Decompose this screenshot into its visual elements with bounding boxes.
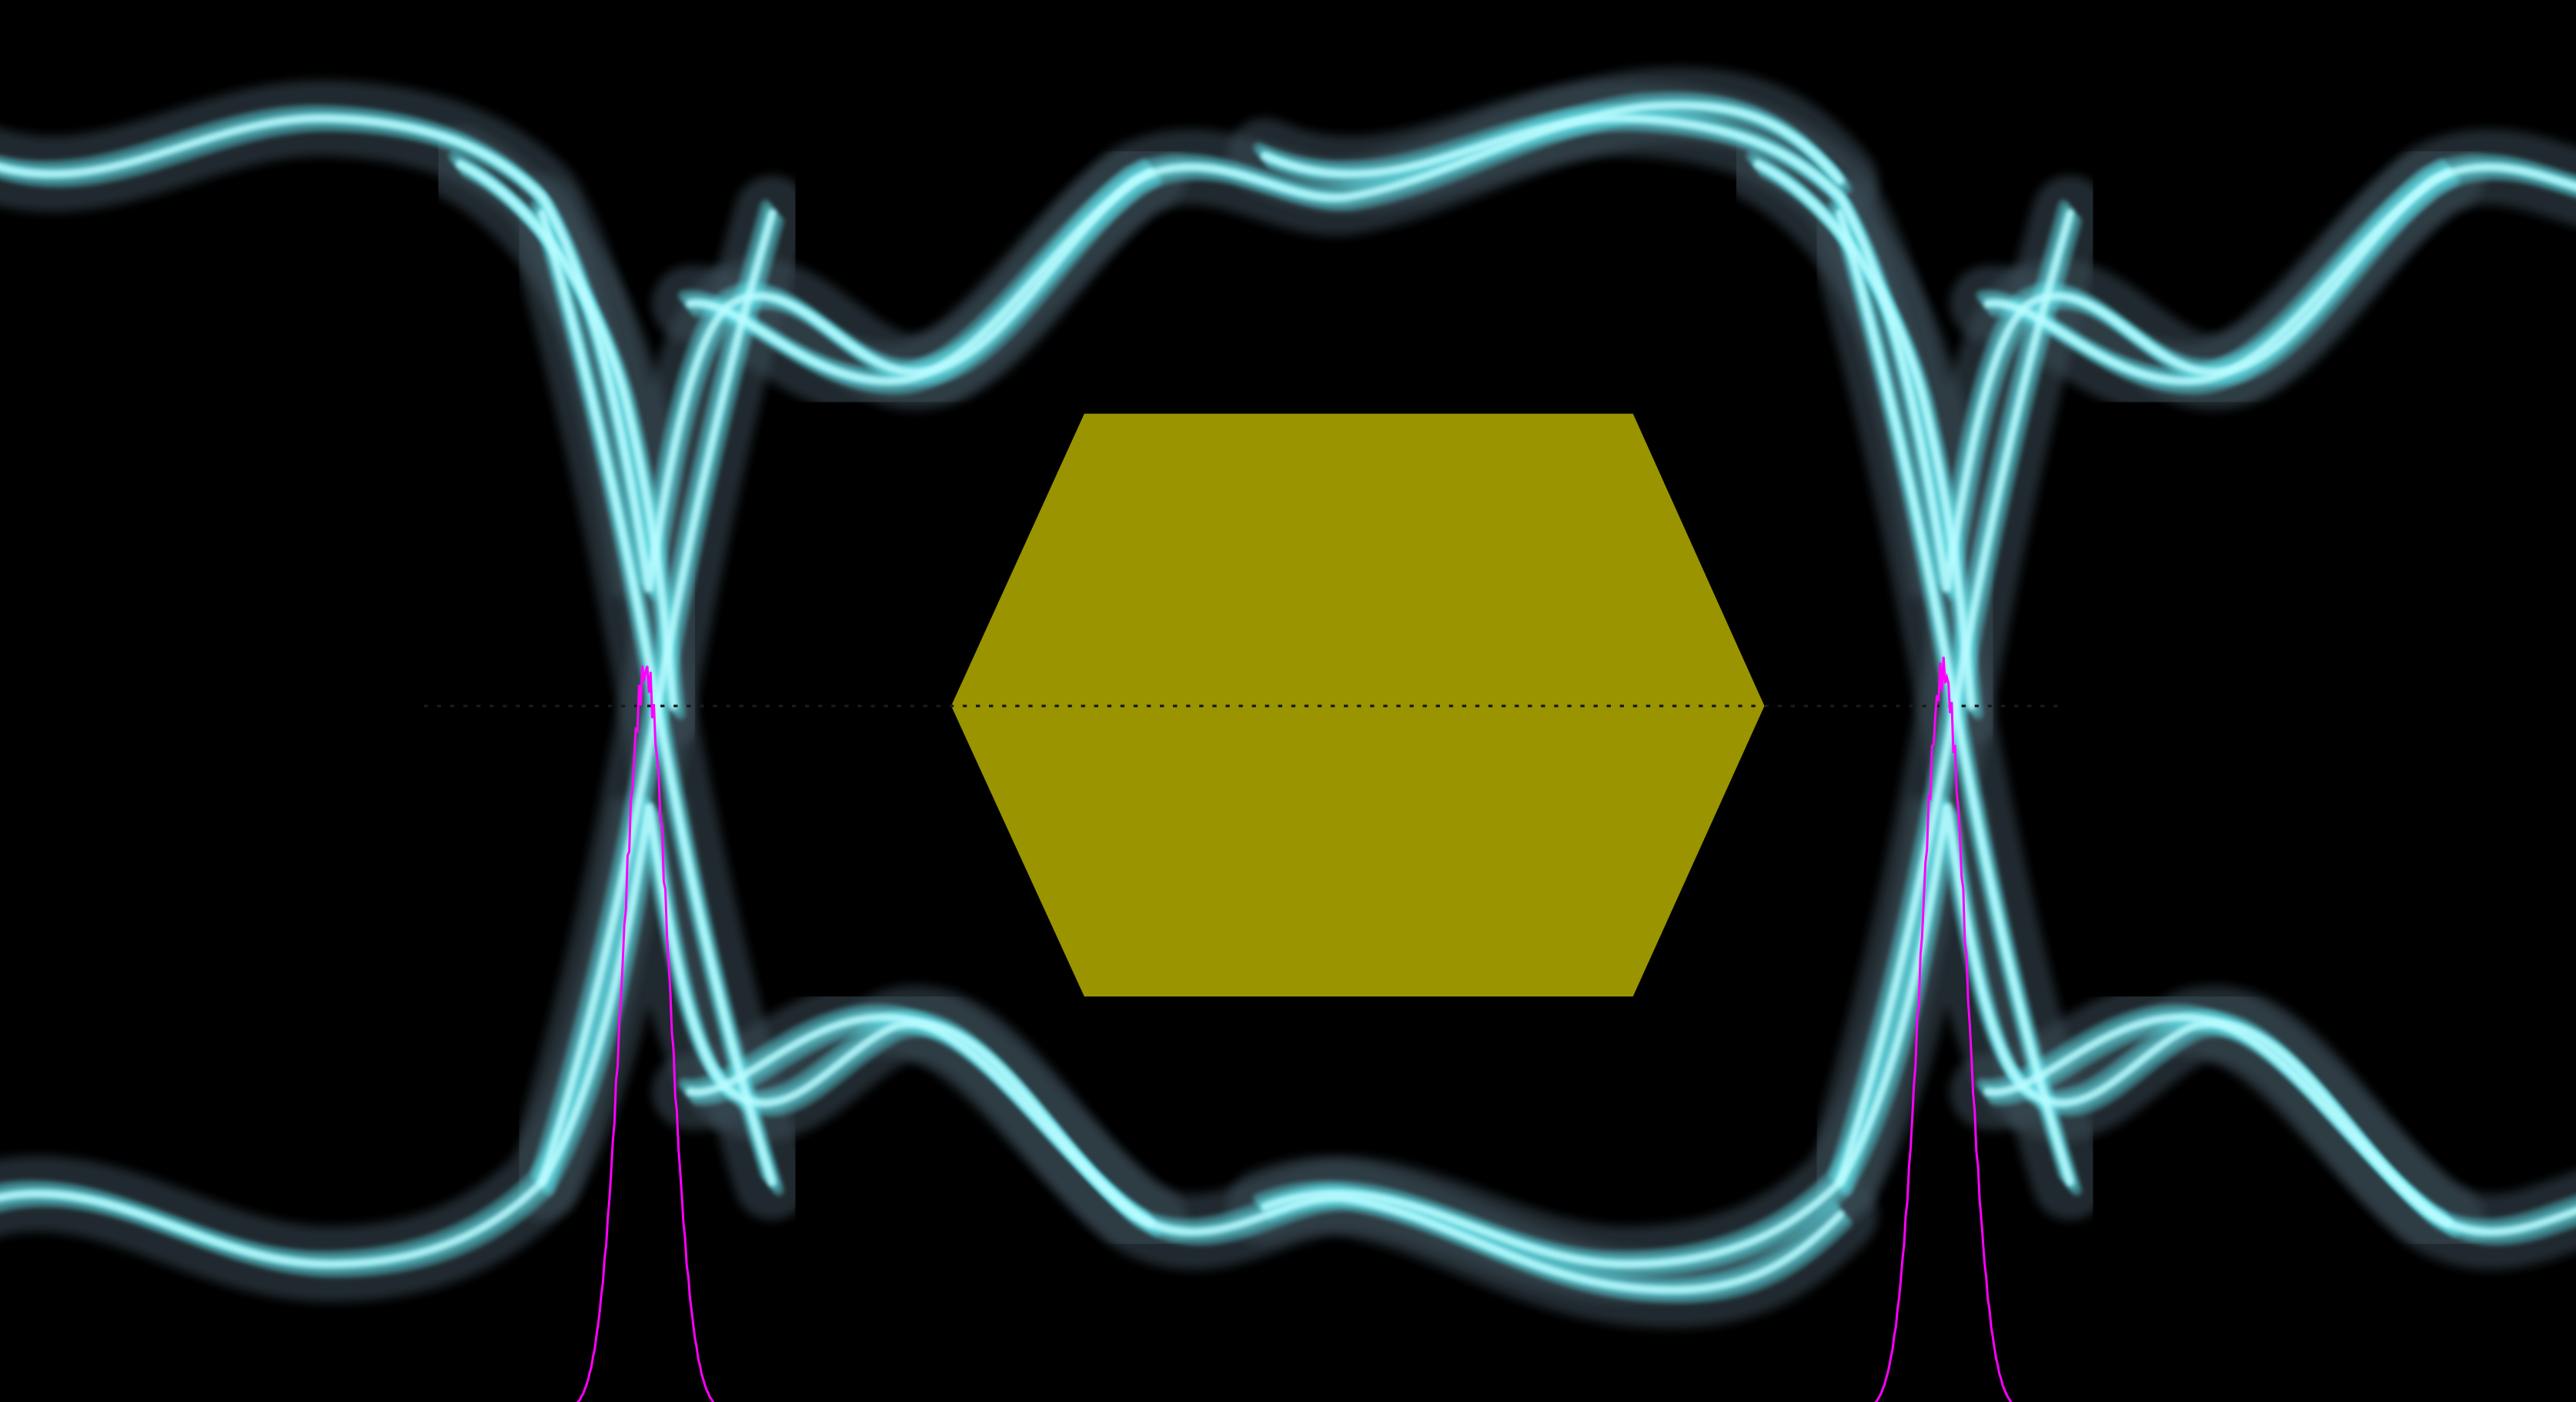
waveform-trace-11-4 [1840,215,2083,1197]
waveform-trace-2-4 [0,811,1853,1304]
waveform-core-4 [538,209,777,1187]
jitter-histogram-0 [576,665,715,1402]
waveform-core-13 [1983,1013,2452,1227]
waveform-trace-9-4 [1265,811,2576,1278]
waveform-core-8 [1753,160,1976,710]
waveform-cores [0,101,2576,1294]
waveform-core-11 [1836,209,2074,1187]
waveform-core-12 [1983,168,2452,386]
waveform-core-1 [456,160,678,710]
waveform-core-0 [0,101,1845,592]
jitter-histograms [576,656,2013,1402]
waveform-core-6 [686,1013,1154,1227]
waveform-trace-0-4 [0,107,1853,600]
jitter-histogram-1 [1874,656,2013,1402]
waveform-core-2 [0,803,1845,1294]
waveform-core-7 [1261,114,2576,592]
waveform-core-5 [686,168,1154,386]
waveform-core-9 [1261,803,2576,1269]
waveform-trace-7-4 [1265,120,2576,600]
waveform-trace-4-4 [543,215,785,1197]
